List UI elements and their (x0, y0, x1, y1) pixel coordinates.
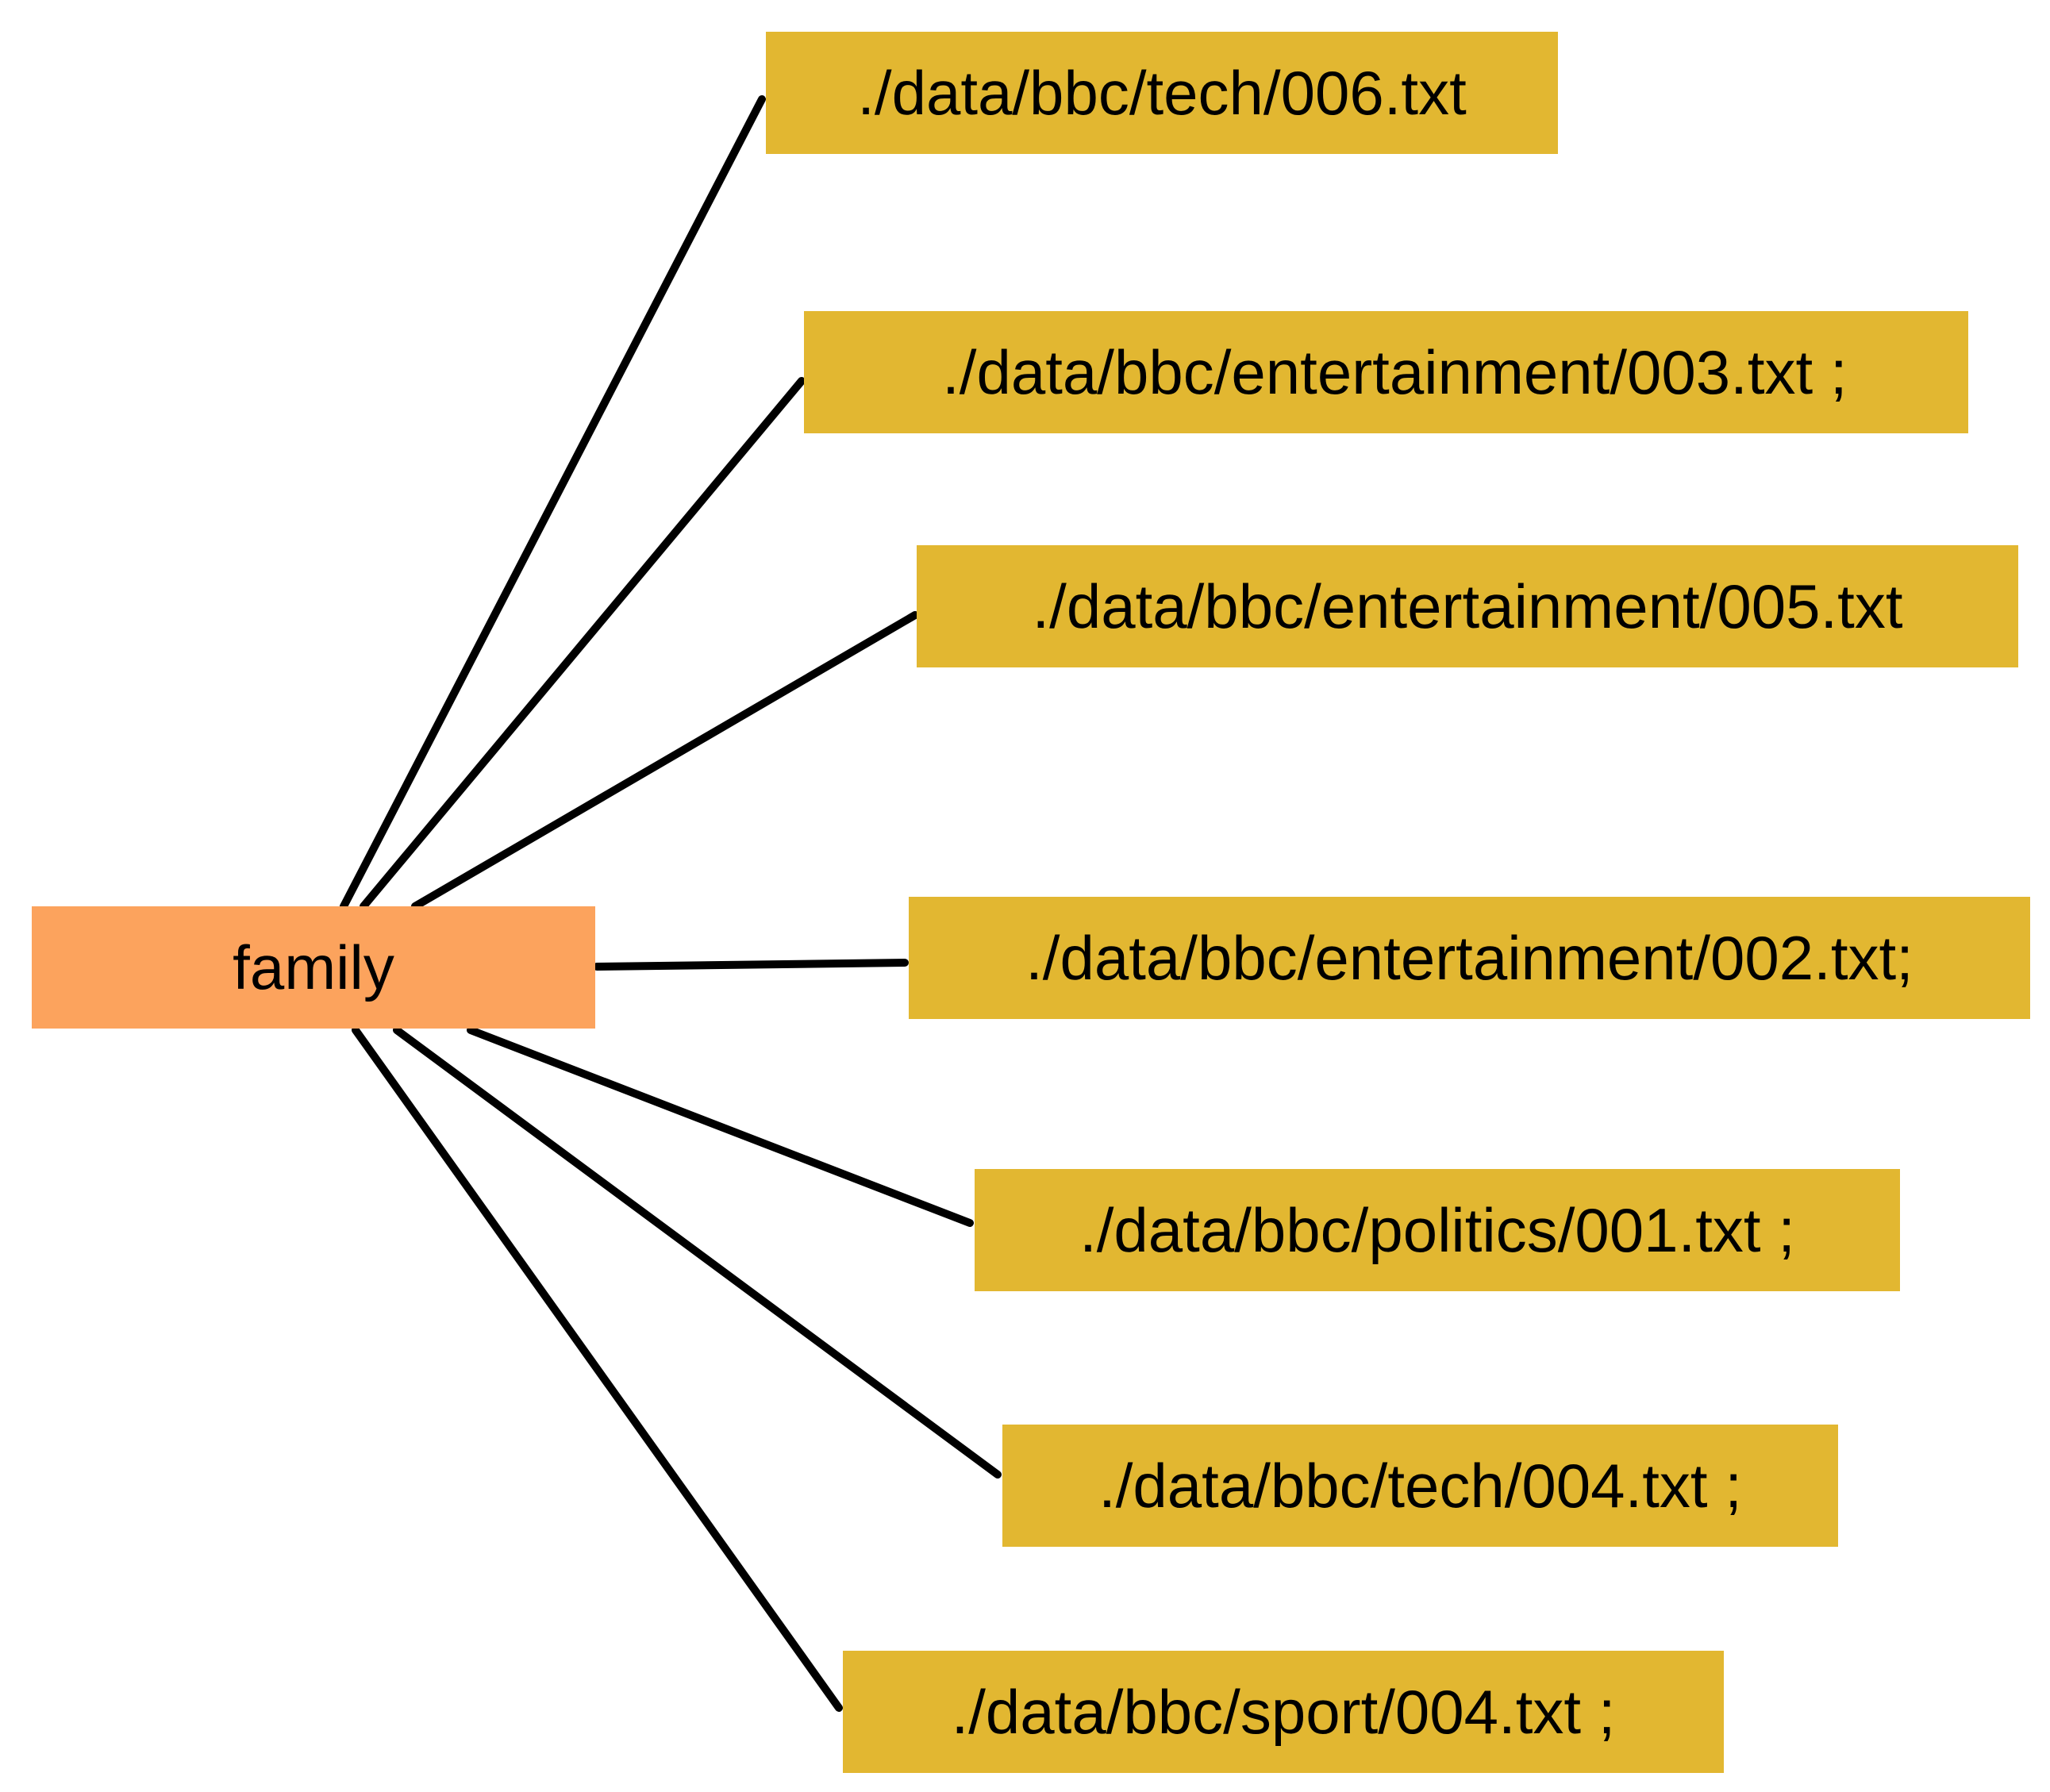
edge-family-to-target-5 (393, 1026, 1002, 1479)
target-node-label: ./data/bbc/entertainment/002.txt; (1025, 922, 1913, 993)
target-node-label: ./data/bbc/entertainment/003.txt ; (925, 336, 1848, 407)
target-node-label: ./data/bbc/tech/006.txt (857, 57, 1467, 128)
edges-group (340, 95, 1002, 1712)
target-node-tech-006[interactable]: ./data/bbc/tech/006.txt (766, 32, 1558, 154)
target-node-entertainment-003[interactable]: ./data/bbc/entertainment/003.txt ; (804, 311, 1968, 433)
edge-family-to-target-6 (352, 1026, 843, 1712)
target-node-entertainment-005[interactable]: ./data/bbc/entertainment/005.txt (917, 545, 2018, 667)
target-node-politics-001[interactable]: ./data/bbc/politics/001.txt ; (975, 1169, 1900, 1291)
target-node-label: ./data/bbc/entertainment/005.txt (1032, 571, 1903, 641)
source-node-label: family (233, 932, 394, 1002)
target-node-entertainment-002[interactable]: ./data/bbc/entertainment/002.txt; (909, 897, 2030, 1019)
target-node-label: ./data/bbc/tech/004.txt ; (1098, 1450, 1742, 1521)
target-node-label: ./data/bbc/sport/004.txt ; (951, 1676, 1616, 1747)
edge-family-to-target-0 (340, 95, 766, 910)
target-node-tech-004[interactable]: ./data/bbc/tech/004.txt ; (1002, 1425, 1838, 1547)
source-node-family[interactable]: family (32, 906, 595, 1029)
edge-family-to-target-2 (411, 611, 919, 910)
target-node-sport-004[interactable]: ./data/bbc/sport/004.txt ; (843, 1651, 1724, 1773)
edge-family-to-target-4 (467, 1026, 974, 1227)
edge-family-to-target-1 (360, 377, 806, 910)
target-node-label: ./data/bbc/politics/001.txt ; (1079, 1194, 1795, 1265)
edge-family-to-target-3 (593, 959, 909, 971)
